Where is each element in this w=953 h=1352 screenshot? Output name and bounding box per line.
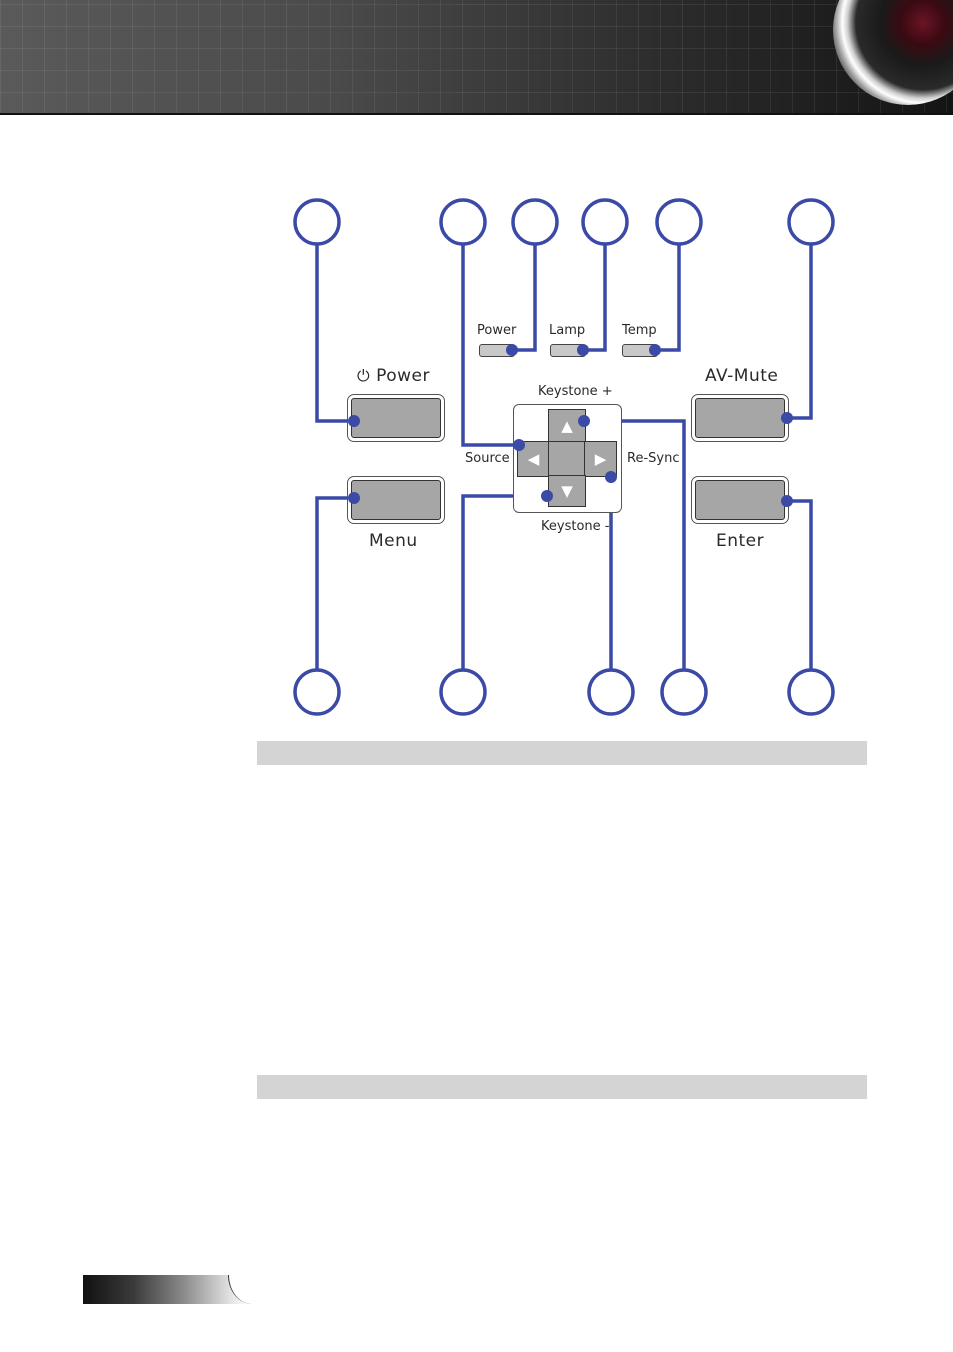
- menu-button-label: Menu: [369, 531, 418, 551]
- callout-circle-source: [439, 198, 487, 246]
- temp-led: [622, 344, 658, 357]
- page-header-banner: [0, 0, 953, 115]
- callout-circle-keystone-minus: [439, 668, 487, 716]
- keystone-minus-button[interactable]: ▼: [548, 475, 586, 507]
- menu-button[interactable]: [347, 476, 445, 524]
- keystone-plus-label: Keystone +: [538, 384, 613, 399]
- power-icon: ⏻: [357, 366, 371, 385]
- power-button-label: ⏻ Power: [357, 366, 430, 386]
- enter-button[interactable]: [691, 476, 789, 524]
- callout-circle-enter: [787, 668, 835, 716]
- callout-circle-power-led: [511, 198, 559, 246]
- triangle-left-icon: ◀: [527, 450, 540, 468]
- triangle-right-icon: ▶: [594, 450, 607, 468]
- lamp-led-label: Lamp: [549, 323, 586, 338]
- callout-circle-resync: [587, 668, 635, 716]
- av-mute-button-label: AV-Mute: [705, 366, 779, 386]
- triangle-up-icon: ▲: [561, 417, 573, 435]
- callout-line-menu: [315, 496, 354, 670]
- callout-circle-menu: [293, 668, 341, 716]
- power-led-label: Power: [477, 323, 517, 338]
- header-divider: [0, 113, 953, 115]
- section-bar-1: [257, 741, 867, 765]
- enter-button-label: Enter: [716, 531, 765, 551]
- callout-circle-lamp-led: [581, 198, 629, 246]
- keystone-minus-label: Keystone -: [541, 519, 610, 534]
- callout-line-temp-led: [655, 244, 681, 352]
- callout-circle-power-button: [293, 198, 341, 246]
- callout-line-lamp-led: [583, 244, 607, 352]
- callout-circle-keystone-plus: [660, 668, 708, 716]
- callout-lines: [293, 198, 835, 716]
- source-label: Source: [465, 451, 510, 466]
- callout-circle-temp-led: [655, 198, 703, 246]
- control-panel-diagram: Power Lamp Temp ⏻ Power AV-Mute Menu Ent…: [293, 198, 835, 716]
- dpad-center: [548, 441, 586, 477]
- callout-circle-av-mute: [787, 198, 835, 246]
- triangle-down-icon: ▼: [561, 482, 573, 500]
- footer-page-tab: [83, 1275, 250, 1304]
- resync-button[interactable]: ▶: [584, 441, 617, 477]
- power-led: [479, 344, 515, 357]
- callout-line-power-led: [512, 244, 537, 352]
- av-mute-button[interactable]: [691, 394, 789, 442]
- callout-line-enter: [787, 499, 813, 670]
- keystone-plus-button[interactable]: ▲: [548, 409, 586, 443]
- temp-led-label: Temp: [622, 323, 657, 338]
- source-button[interactable]: ◀: [517, 441, 550, 477]
- callout-line-power-button: [315, 244, 354, 423]
- callout-line-av-mute: [787, 244, 813, 420]
- power-button[interactable]: [347, 394, 445, 442]
- resync-label: Re-Sync: [627, 451, 680, 466]
- section-bar-2: [257, 1075, 867, 1099]
- callout-line-source: [461, 244, 519, 447]
- callout-line-keystone-minus: [461, 494, 547, 670]
- lamp-led: [550, 344, 586, 357]
